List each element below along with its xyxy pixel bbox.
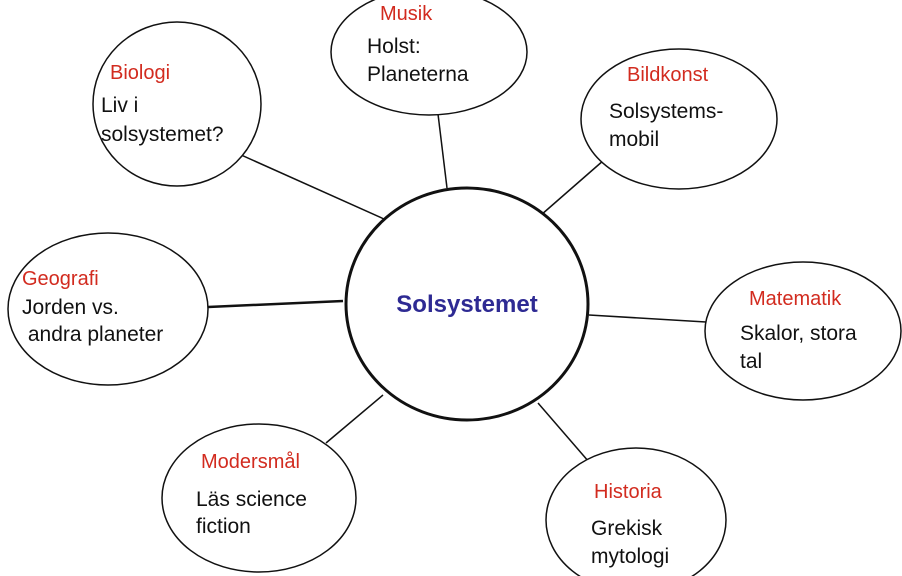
node-historia-line-1: Grekisk — [591, 517, 663, 540]
node-matematik-line-1: Skalor, stora — [740, 322, 857, 345]
node-bildkonst: Bildkonst Solsystems- mobil — [580, 48, 778, 190]
node-biologi: Biologi Liv i solsystemet? — [92, 21, 262, 187]
node-musik-subject: Musik — [380, 3, 433, 25]
node-historia-ellipse — [545, 447, 727, 576]
node-bildkonst-line-1: Solsystems- — [609, 100, 723, 123]
center-circle — [344, 186, 590, 422]
node-bildkonst-ellipse — [580, 48, 778, 190]
connector-modersmal — [325, 394, 384, 444]
node-geografi-line-1: Jorden vs. — [22, 296, 119, 319]
connector-geografi — [207, 299, 344, 309]
node-musik-line-1: Holst: — [367, 35, 421, 58]
connector-lines — [207, 113, 707, 463]
node-biologi-subject: Biologi — [110, 62, 170, 84]
node-matematik-subject: Matematik — [749, 288, 842, 310]
node-geografi-subject: Geografi — [22, 268, 99, 290]
node-geografi-line-2: andra planeter — [22, 323, 163, 346]
node-geografi-ellipse — [7, 232, 209, 386]
node-biologi-ellipse — [92, 21, 262, 187]
center-node: Solsystemet — [344, 186, 590, 422]
connector-matematik — [588, 314, 707, 323]
node-matematik-line-2: tal — [740, 350, 762, 373]
node-matematik: Matematik Skalor, stora tal — [704, 261, 902, 401]
connector-biologi — [229, 149, 385, 220]
node-musik-ellipse — [330, 0, 528, 116]
node-musik-line-2: Planeterna — [367, 63, 469, 86]
connector-bildkonst — [540, 159, 605, 216]
node-modersmal-line-1: Läs science — [196, 488, 307, 511]
connector-historia — [537, 402, 590, 463]
node-modersmal-subject: Modersmål — [201, 451, 300, 473]
connector-musik — [437, 113, 448, 189]
node-geografi: Geografi Jorden vs. andra planeter — [7, 232, 209, 386]
node-modersmal: Modersmål Läs science fiction — [161, 423, 357, 573]
node-historia-subject: Historia — [594, 481, 663, 503]
node-bildkonst-subject: Bildkonst — [627, 64, 709, 86]
node-biologi-line-2: solsystemet? — [101, 123, 224, 146]
node-historia-line-2: mytologi — [591, 545, 669, 568]
node-bildkonst-line-2: mobil — [609, 128, 659, 151]
node-musik: Musik Holst: Planeterna — [330, 0, 528, 116]
center-title: Solsystemet — [396, 291, 537, 318]
node-modersmal-ellipse — [161, 423, 357, 573]
node-matematik-ellipse — [704, 261, 902, 401]
node-modersmal-line-2: fiction — [196, 515, 251, 538]
node-historia: Historia Grekisk mytologi — [545, 447, 727, 576]
node-biologi-line-1: Liv i — [101, 94, 138, 117]
